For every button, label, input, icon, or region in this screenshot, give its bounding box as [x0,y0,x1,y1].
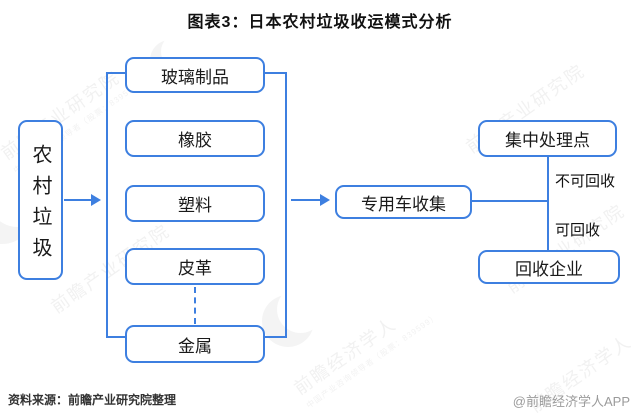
node-category-plastic-label: 塑料 [178,196,212,215]
node-recycling-enterprise-label: 回收企业 [515,259,583,279]
node-rural-garbage: 农村垃圾 [18,120,63,280]
node-category-rubber-label: 橡胶 [178,131,212,150]
node-category-glass-label: 玻璃制品 [161,67,229,87]
node-category-leather: 皮革 [125,248,265,285]
arrow-group-to-collection [291,199,321,201]
edge-label-nonrecyclable: 不可回收 [555,173,616,190]
edge-label-recyclable: 可回收 [555,222,601,239]
watermark-text: 前瞻经济学人 中国产业咨询领导者（股票：839599） [290,311,440,411]
node-collection-vehicle-label: 专用车收集 [361,194,446,214]
node-collection-vehicle: 专用车收集 [335,185,472,219]
node-rural-garbage-label: 农村垃圾 [29,143,51,268]
node-central-treatment-label: 集中处理点 [505,131,590,150]
edge-collection-to-branch [472,200,549,202]
node-category-plastic: 塑料 [125,185,265,222]
node-category-metal: 金属 [125,325,265,363]
node-category-glass: 玻璃制品 [125,57,265,93]
credit-note: @前瞻经济学人APP [512,394,630,409]
node-recycling-enterprise: 回收企业 [478,250,620,284]
arrowhead-icon [320,194,330,206]
node-category-leather-label: 皮革 [178,259,212,278]
arrowhead-icon [91,194,101,206]
node-central-treatment: 集中处理点 [478,120,617,157]
arrow-source-to-group [64,199,92,201]
source-note: 资料来源：前瞻产业研究院整理 [8,393,177,407]
ellipsis-dashed-line [194,287,196,324]
branch-vertical-line [547,156,549,251]
page-title: 图表3：日本农村垃圾收运模式分析 [187,14,453,31]
node-category-rubber: 橡胶 [125,120,265,157]
node-category-metal-label: 金属 [178,336,212,356]
